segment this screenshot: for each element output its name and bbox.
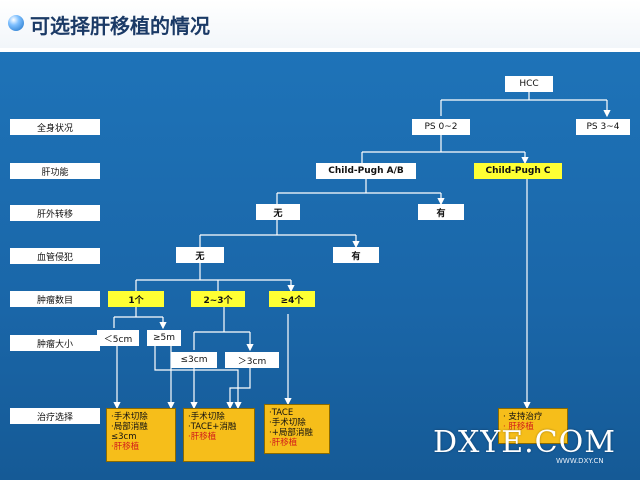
row-label-tumor-count: 肿瘤数目 [10,291,100,307]
treatment-line-transplant: · 肝移植 [503,422,534,432]
node-size-lt5: ＜5cm [97,330,139,346]
connector [199,220,356,247]
treatment-line: ·局部消融 [111,422,148,432]
node-child-pugh-ab: Child-Pugh A/B [316,163,416,179]
row-label-liver-function: 肝功能 [10,163,100,179]
treatment-box-2: ·手术切除 ·TACE+消融 ·肝移植 [183,408,255,462]
connector [135,263,291,291]
connector [113,307,163,328]
node-ps-3-4: PS 3~4 [576,119,630,135]
treatment-line: ≤3cm [111,432,137,442]
connector [276,179,441,204]
treatment-box-1: ·手术切除 ·局部消融 ≤3cm ·肝移植 [106,408,176,462]
node-vascular-no: 无 [176,247,224,263]
flowchart-connectors [113,92,640,410]
connector [226,368,251,410]
treatment-line: ·手术切除 [111,412,148,422]
node-size-gt3: ＞3cm [225,352,279,368]
node-tumor-two-three: 2~3个 [191,291,245,307]
treatment-line: ·+局部消融 [269,428,313,438]
row-label-vascular: 血管侵犯 [10,248,100,264]
connector [193,307,250,350]
treatment-box-4: · 支持治疗 · 肝移植 [498,408,568,444]
treatment-line: ·手术切除 [188,412,225,422]
treatment-line-transplant: ·肝移植 [188,432,217,442]
node-vascular-yes: 有 [333,247,379,263]
bullet-icon [8,15,24,31]
watermark-url: WWW.DXY.CN [556,457,604,465]
connector [361,135,525,163]
row-label-treatment: 治疗选择 [10,408,100,424]
row-label-tumor-size: 肿瘤大小 [10,335,100,351]
node-size-ge5: ≥5m [147,330,181,346]
node-child-pugh-c: Child-Pugh C [474,163,562,179]
row-label-metastasis: 肝外转移 [10,205,100,221]
treatment-line: · 支持治疗 [503,412,543,422]
node-ps-0-2: PS 0~2 [412,119,470,135]
row-label-general: 全身状况 [10,119,100,135]
node-metastasis-no: 无 [256,204,300,220]
node-tumor-four-plus: ≥4个 [269,291,315,307]
title-bar: 可选择肝移植的情况 [0,0,640,48]
treatment-line-transplant: ·肝移植 [111,442,140,452]
flowchart-panel: 全身状况 肝功能 肝外转移 血管侵犯 肿瘤数目 肿瘤大小 治疗选择 HCC PS… [0,52,640,480]
node-tumor-one: 1个 [108,291,164,307]
watermark-logo: DXYE.COM [433,425,616,460]
node-size-le3: ≤3cm [171,352,217,368]
treatment-line: ·TACE [269,408,294,418]
treatment-line-transplant: ·肝移植 [269,438,298,448]
node-hcc: HCC [505,76,553,92]
treatment-line: ·TACE+消融 [188,422,237,432]
treatment-line: ·手术切除 [269,418,306,428]
connector [440,92,607,116]
node-metastasis-yes: 有 [418,204,464,220]
page-title: 可选择肝移植的情况 [30,14,210,38]
connector [154,344,242,410]
treatment-box-3: ·TACE ·手术切除 ·+局部消融 ·肝移植 [264,404,330,454]
